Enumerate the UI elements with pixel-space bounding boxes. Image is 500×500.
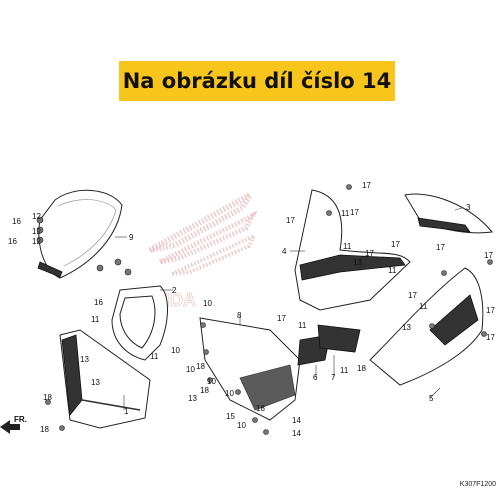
callout: 2 [172,286,177,295]
callout: 17 [286,216,295,225]
callout: 17 [365,249,374,258]
callout: 11 [91,315,100,324]
callout: 18 [256,404,265,413]
callout: 10 [171,346,180,355]
callout: 17 [350,208,359,217]
callout: 6 [313,373,318,382]
callout: 11 [340,366,349,375]
front-direction-marker: FR. [0,415,27,434]
fr-label: FR. [14,415,27,424]
lower-cowl-part [59,329,151,429]
callout: 11 [388,266,397,275]
callout: 5 [429,394,434,403]
side-cowl-part [369,267,484,386]
callout: 17 [391,240,400,249]
callout: 18 [196,362,205,371]
callout: 1 [124,407,129,416]
arrow-left-icon [0,420,20,434]
callout: 13 [353,258,362,267]
title-text: Na obrázku díl číslo 14 [122,69,392,93]
callout: 12 [32,227,41,236]
bracket-7-part [317,324,361,353]
upper-cowl-part [294,189,411,311]
callout: 17 [408,291,417,300]
callout: 10 [186,365,195,374]
callout: 10 [237,421,246,430]
callout: 11 [150,352,159,361]
center-panel-part [199,317,301,421]
callout: 17 [362,181,371,190]
callout: 18 [43,393,52,402]
callout: 7 [331,373,336,382]
fasteners [36,184,493,435]
callout: 11 [343,242,352,251]
callout: 15 [226,412,235,421]
callout: 17 [486,306,495,315]
callout: 18 [200,386,209,395]
callout: 13 [188,394,197,403]
callout-labels: 1 2 3 4 5 6 7 8 9 10 10 10 10 10 10 11 1… [8,181,495,438]
title-banner: Na obrázku díl číslo 14 [119,61,395,101]
windscreen-part [37,189,123,279]
callout: 17 [277,314,286,323]
callout: 16 [8,237,17,246]
callout: 10 [203,299,212,308]
callout: 17 [484,251,493,260]
callout: 3 [466,203,471,212]
callout: 14 [292,416,301,425]
callout: 13 [80,355,89,364]
callout: 11 [298,321,307,330]
callout: 16 [12,217,21,226]
callout: 9 [129,233,134,242]
leader-lines [115,207,463,410]
callout: 16 [94,298,103,307]
callout: 10 [207,377,216,386]
callout: 11 [341,209,350,218]
callout: 12 [32,212,41,221]
diagram-code: K307F1200 [459,481,496,488]
callout: 13 [402,323,411,332]
callout: 12 [32,237,41,246]
callout: 14 [292,429,301,438]
callout: 11 [419,302,428,311]
callout: 18 [40,425,49,434]
inner-bracket-part [111,285,168,361]
callout: 4 [282,247,287,256]
callout: 17 [486,333,495,342]
callout: 10 [225,389,234,398]
callout: 8 [237,311,242,320]
callout: 18 [357,364,366,373]
inner-top-part [404,193,493,234]
callout: 17 [436,243,445,252]
callout: 13 [91,378,100,387]
